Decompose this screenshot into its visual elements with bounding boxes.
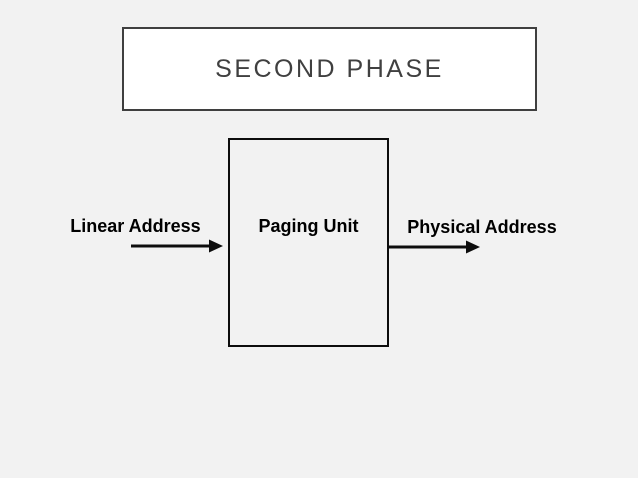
linear-address-label: Linear Address bbox=[70, 216, 201, 236]
paging-unit-label: Paging Unit bbox=[258, 216, 359, 236]
paging-unit-box bbox=[228, 138, 389, 347]
arrow-head bbox=[466, 240, 480, 254]
slide-title: SECOND PHASE bbox=[215, 54, 444, 83]
paging-to-physical-arrow-icon bbox=[388, 240, 480, 254]
linear-to-paging-arrow-icon bbox=[131, 239, 223, 253]
title-box: SECOND PHASE bbox=[122, 27, 537, 111]
arrow-head bbox=[209, 239, 223, 253]
physical-address-label: Physical Address bbox=[407, 217, 557, 237]
